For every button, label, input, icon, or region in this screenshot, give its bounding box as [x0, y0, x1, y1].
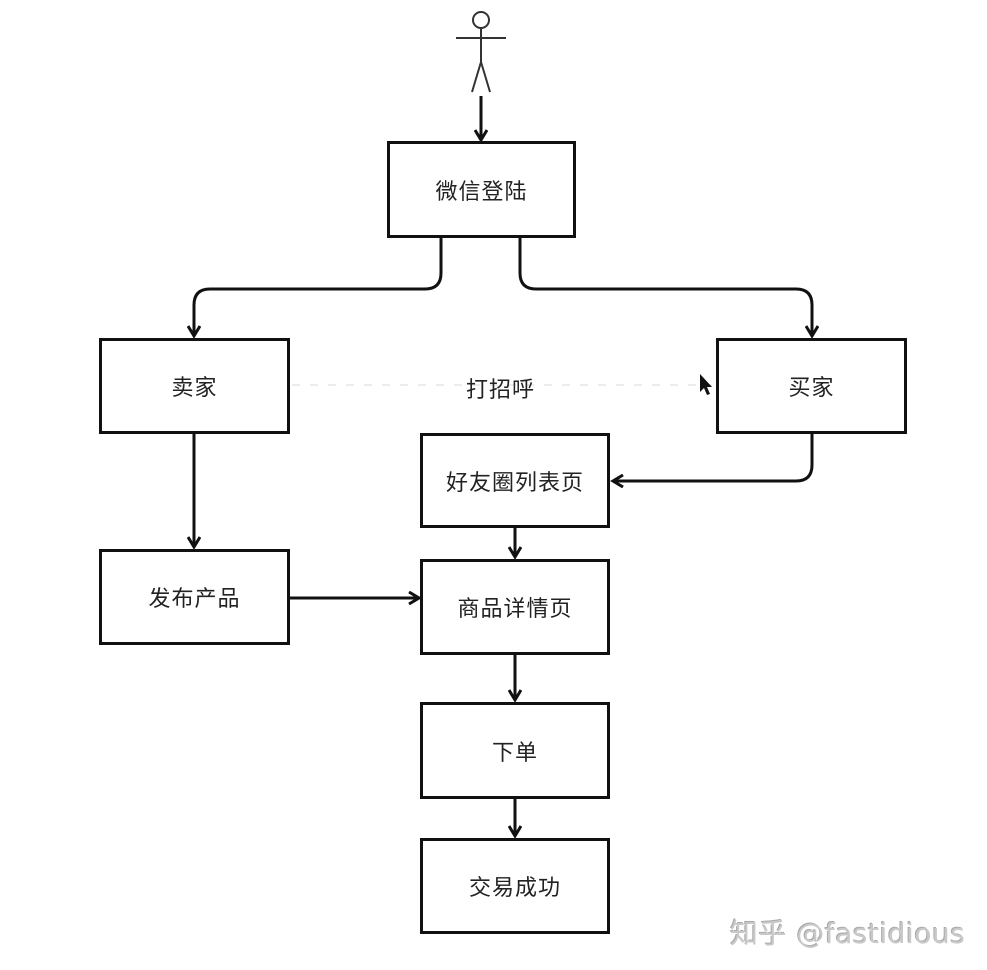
edge-buyer-to-moments: [613, 434, 814, 481]
node-label: 交易成功: [468, 876, 561, 901]
node-moments-list[interactable]: 好友圈列表页: [420, 433, 610, 528]
mouse-cursor-icon: [700, 374, 712, 395]
node-label: 好友圈列表页: [445, 470, 584, 496]
edge-login-to-seller: [194, 238, 443, 336]
node-label: 发布产品: [148, 587, 241, 612]
edge-login-to-buyer: [518, 238, 812, 336]
node-publish-product[interactable]: 发布产品: [99, 549, 290, 645]
node-seller[interactable]: 卖家: [99, 338, 290, 434]
node-label: 商品详情页: [457, 597, 573, 622]
node-label: 下单: [491, 740, 538, 766]
node-wechat-login[interactable]: 微信登陆: [387, 141, 576, 238]
node-place-order[interactable]: 下单: [420, 702, 610, 799]
node-label: 买家: [788, 376, 835, 401]
node-label: 卖家: [171, 376, 218, 401]
node-buyer[interactable]: 买家: [716, 338, 907, 434]
annotation-greeting-label: 打招呼: [466, 378, 536, 403]
node-transaction-success[interactable]: 交易成功: [420, 838, 610, 934]
stick-figure-icon: [456, 11, 506, 93]
node-label: 微信登陆: [435, 179, 528, 205]
node-product-detail[interactable]: 商品详情页: [420, 559, 610, 655]
watermark: 知乎 @fastidious: [730, 917, 966, 950]
